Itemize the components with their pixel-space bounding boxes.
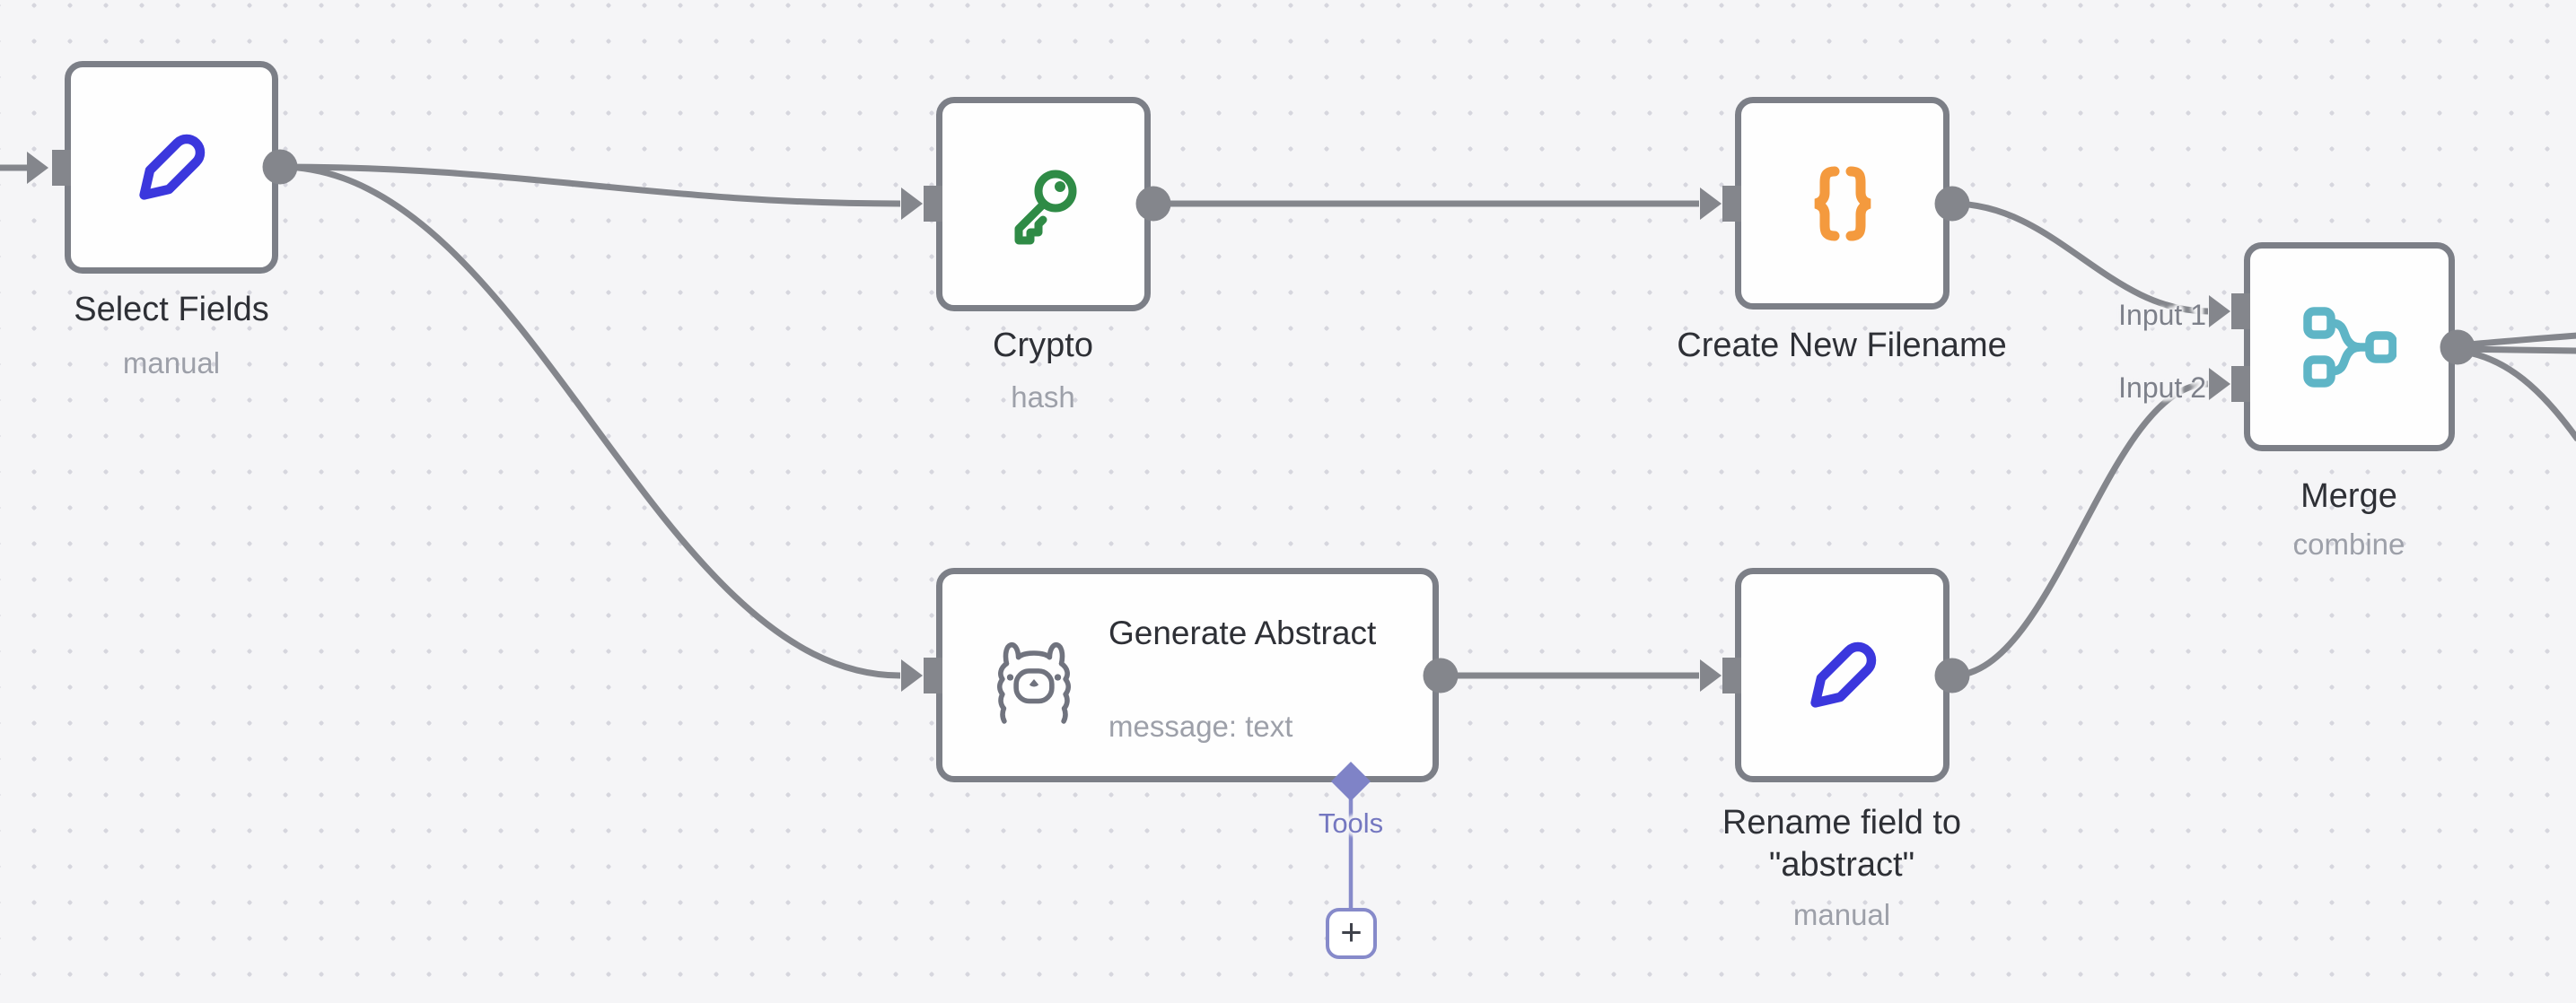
connection-selectfields-crypto[interactable] (279, 163, 901, 207)
node-label-crypto: Crypto (993, 327, 1093, 364)
node-label-create-new-filename: Create New Filename (1677, 327, 2007, 364)
plus-icon: + (1340, 910, 1362, 953)
input-port-merge-input2[interactable] (2209, 366, 2250, 402)
node-title: Generate Abstract (1108, 615, 1377, 651)
input-port-select-fields[interactable] (27, 150, 71, 186)
pencil-icon (1809, 641, 1876, 708)
connection-merge-out-lower[interactable] (2457, 347, 2576, 442)
merge-icon (2302, 306, 2396, 388)
output-port-create-new-filename[interactable] (1934, 186, 1970, 222)
input-port-crypto[interactable] (901, 186, 942, 222)
node-subtitle: message: text (1108, 710, 1293, 743)
merge-input1-label: Input 1 (2118, 299, 2206, 331)
node-create-new-filename[interactable] (1735, 97, 1950, 310)
node-sublabel-merge: combine (2292, 528, 2405, 561)
input-port-merge-input1[interactable] (2209, 293, 2250, 329)
input-port-rename-field[interactable] (1700, 658, 1741, 693)
connection-renamefield-merge-input2[interactable] (1951, 380, 2209, 679)
output-port-rename-field[interactable] (1934, 658, 1970, 693)
node-generate-abstract[interactable]: Generate Abstract message: text (936, 568, 1439, 782)
node-sublabel-select-fields: manual (122, 346, 221, 379)
node-label-rename-field: Rename field to "abstract" (1722, 804, 1971, 884)
key-icon (1014, 170, 1076, 244)
node-sublabel-rename-field: manual (1792, 898, 1891, 931)
node-label-merge: Merge (2300, 477, 2397, 515)
output-port-crypto[interactable] (1135, 186, 1171, 222)
output-port-merge[interactable] (2440, 329, 2475, 365)
node-rename-field[interactable] (1735, 568, 1950, 782)
output-port-select-fields[interactable] (262, 149, 298, 185)
connection-selectfields-generateabstract[interactable] (279, 163, 901, 679)
node-crypto[interactable] (936, 97, 1151, 311)
output-port-generate-abstract[interactable] (1423, 658, 1459, 693)
input-port-generate-abstract[interactable] (901, 658, 942, 693)
node-sublabel-crypto: hash (1011, 380, 1075, 414)
braces-icon (1813, 166, 1871, 240)
tools-diamond-port[interactable] (1331, 762, 1371, 801)
pencil-icon (139, 134, 206, 200)
input-port-create-new-filename[interactable] (1700, 186, 1741, 222)
connection-merge-out-middle[interactable] (2457, 345, 2576, 354)
connection-createnewfilename-merge-input1[interactable] (1951, 200, 2209, 315)
node-label-select-fields: Select Fields (74, 291, 269, 328)
merge-input2-label: Input 2 (2118, 371, 2206, 404)
tools-port-label: Tools (1318, 807, 1384, 839)
llama-icon (996, 641, 1072, 724)
add-tool-button[interactable]: + (1326, 908, 1377, 959)
